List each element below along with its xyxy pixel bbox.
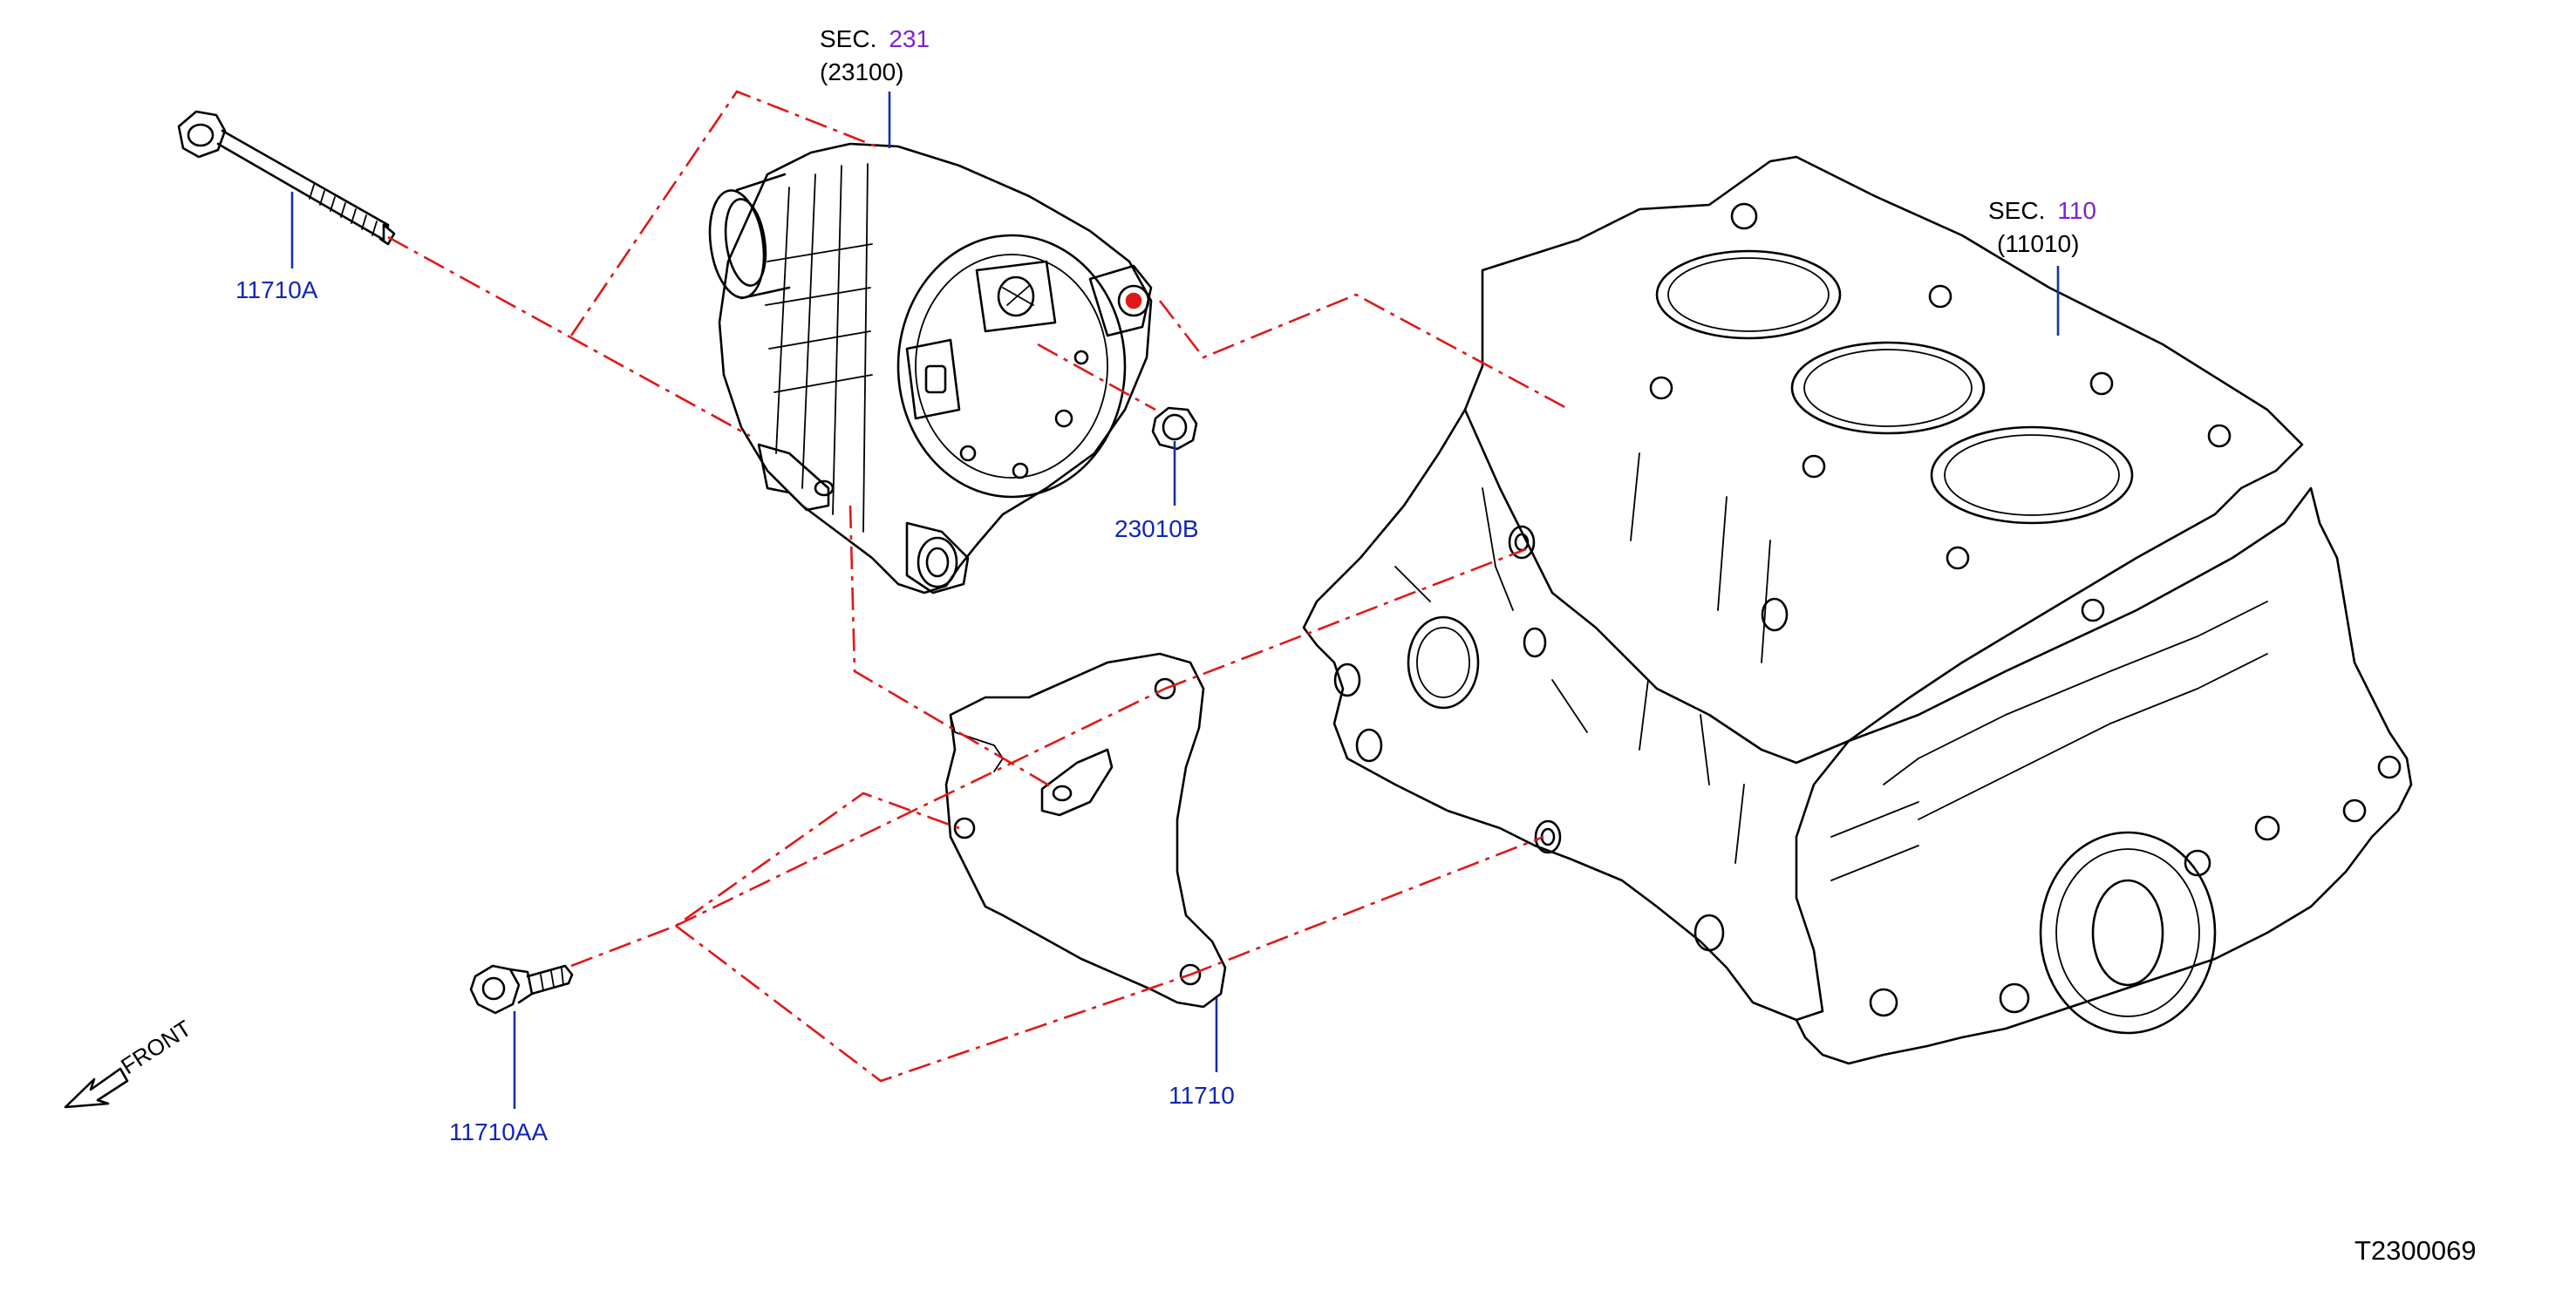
alternator	[708, 142, 1153, 595]
part-label-11710a[interactable]: 11710A	[235, 276, 318, 303]
nut-23010b	[1151, 406, 1198, 451]
part-label-23010b[interactable]: 23010B	[1114, 515, 1199, 542]
bolt-11710aa	[469, 964, 574, 1015]
bolt-11710a	[177, 110, 396, 246]
part-label-11710aa[interactable]: 11710AA	[449, 1118, 549, 1145]
alignment-lines	[387, 90, 1571, 1083]
section-prefix: SEC.	[820, 25, 877, 52]
section-code-alternator: (23100)	[820, 58, 904, 85]
section-ref-engine-block[interactable]: SEC. 110	[1988, 196, 2096, 226]
section-prefix: SEC.	[1988, 197, 2046, 224]
section-code-engine-block: (11010)	[1997, 230, 2080, 257]
leader-lines	[290, 92, 2060, 1109]
section-ref-alternator[interactable]: SEC. 231	[820, 24, 930, 54]
engine-block	[1302, 155, 2413, 1065]
front-arrow-icon	[64, 1067, 129, 1109]
section-number: 231	[889, 25, 930, 52]
section-number: 110	[2057, 197, 2096, 224]
bracket-11710	[944, 652, 1227, 1009]
figure-code: T2300069	[2355, 1235, 2477, 1266]
part-label-11710[interactable]: 11710	[1169, 1082, 1235, 1109]
